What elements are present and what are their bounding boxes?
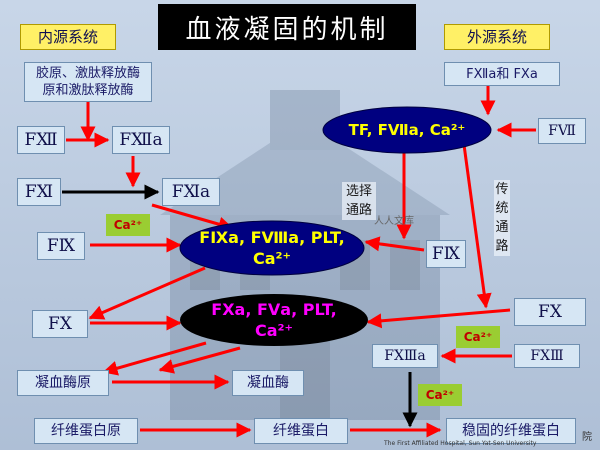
prothrombin-box: 凝血酶原: [17, 370, 109, 396]
f9-box: FⅨ: [37, 232, 85, 260]
prothrombinase-complex-text: FⅩa, FⅤa, PLT, Ca²⁺: [211, 300, 337, 340]
fibrin-box: 纤维蛋白: [254, 418, 348, 444]
f12-label: FⅫ: [24, 129, 58, 150]
ca-badge-intrinsic: Ca²⁺: [106, 214, 150, 236]
watermark-side: 院: [582, 432, 592, 443]
stable-fibrin-box: 稳固的纤维蛋白: [446, 418, 576, 444]
f13-box: FⅩⅢ: [514, 344, 580, 368]
extrinsic-activators-box: FⅫa和 FⅩa: [444, 62, 560, 86]
f10-right-box: FⅩ: [514, 298, 586, 326]
f12-box: FⅫ: [17, 126, 65, 154]
f9-right-box: FⅨ: [426, 240, 466, 268]
arrow-f9-right-to-tenase: [364, 236, 425, 252]
extrinsic-system-header: 外源系统: [444, 24, 550, 50]
tf-complex-ellipse: [322, 106, 492, 154]
f12a-box: FⅫa: [112, 126, 170, 154]
arrow-prothrombinase-to-prothrombin: [102, 341, 207, 376]
tf-complex-text: TF, FⅦa, Ca²⁺: [348, 120, 466, 139]
f11a-label: FⅪa: [171, 181, 211, 202]
f10-right-label: FⅩ: [538, 301, 562, 322]
watermark-hospital: The First Affiliated Hospital, Sun Yat-S…: [384, 440, 537, 447]
arrow-tenase-to-f10-left: [88, 266, 206, 320]
f10-left-box: FⅩ: [32, 310, 88, 338]
prothrombinase-ellipse: [180, 294, 368, 346]
fibrinogen-box: 纤维蛋白原: [34, 418, 138, 444]
f12a-label: FⅫa: [119, 129, 163, 150]
tenase-complex-text: FⅨa, FⅧa, PLT, Ca²⁺: [199, 228, 345, 268]
arrow-prothrombinase-to-thrombin: [158, 346, 241, 374]
f13a-box: FⅩⅢa: [372, 344, 438, 368]
f11-label: FⅪ: [24, 181, 54, 202]
f9-label: FⅨ: [46, 235, 76, 256]
f9-right-label: FⅨ: [431, 243, 461, 264]
arrow-f11a-to-tenase: [151, 203, 234, 232]
intrinsic-activators-box: 胶原、激肽释放酶 原和激肽释放酶: [24, 62, 152, 102]
watermark-site: 人人文库: [374, 216, 414, 227]
page-title: 血液凝固的机制: [158, 4, 416, 50]
intrinsic-system-header: 内源系统: [20, 24, 116, 50]
select-path-label: 选择通路: [342, 182, 376, 220]
arrow-f10-right-to-prothrombinase: [366, 308, 511, 329]
tenase-ellipse: [179, 220, 365, 276]
f13-label: FⅩⅢ: [530, 347, 564, 364]
arrow-tf-to-trans-path: [460, 129, 492, 309]
ca-badge-f13: Ca²⁺: [418, 384, 462, 406]
f13a-label: FⅩⅢa: [384, 347, 426, 364]
f10-left-label: FⅩ: [48, 313, 72, 334]
thrombin-box: 凝血酶: [232, 370, 304, 396]
f7-label: FⅦ: [548, 122, 576, 139]
ca-badge-f10: Ca²⁺: [456, 326, 500, 348]
f11a-box: FⅪa: [162, 178, 220, 206]
traditional-path-label: 传统通路: [494, 180, 510, 256]
f7-box: FⅦ: [538, 118, 586, 144]
f11-box: FⅪ: [17, 178, 61, 206]
